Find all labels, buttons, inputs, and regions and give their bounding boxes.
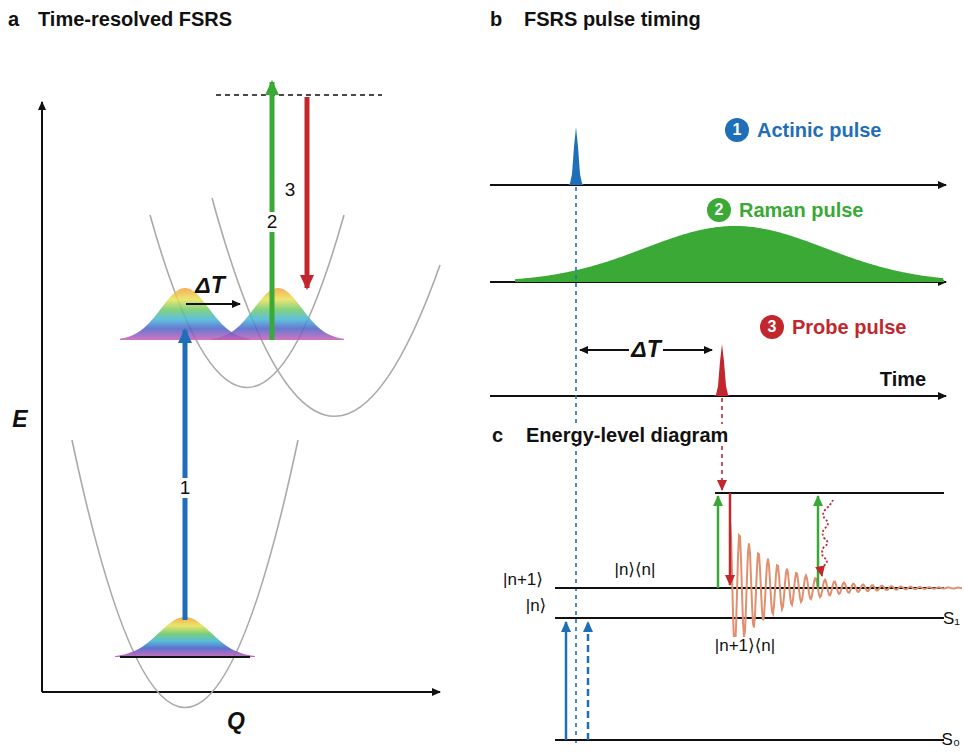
- callout-number: 2: [265, 212, 280, 233]
- callout-number: 3: [283, 180, 298, 201]
- axis-label: Time: [880, 368, 926, 390]
- callout-number: 3: [760, 315, 784, 339]
- coherence-label: |n⟩⟨n|: [614, 561, 655, 580]
- callout-number: 1: [178, 478, 193, 499]
- state-label: S₀: [942, 731, 960, 750]
- state-label: |n+1⟩: [503, 571, 543, 590]
- pulse-callout: 2 Raman pulse: [707, 198, 863, 222]
- callout-number: 1: [725, 118, 749, 142]
- panel-letter: b: [490, 8, 502, 30]
- delay-label: ΔT: [195, 273, 225, 298]
- pulse-callout: 3 Probe pulse: [760, 315, 906, 339]
- axis-label: Q: [227, 709, 245, 734]
- panel-title: Time-resolved FSRS: [38, 8, 232, 30]
- panel-letter: c: [490, 424, 505, 446]
- axis-label: E: [12, 407, 27, 432]
- pulse-name: Actinic pulse: [757, 119, 881, 142]
- state-label: |n⟩: [526, 597, 547, 616]
- panel-letter: a: [8, 8, 19, 30]
- callout-number: 2: [707, 198, 731, 222]
- pulse-name: Raman pulse: [739, 199, 863, 222]
- pulse-callout: 1 Actinic pulse: [725, 118, 881, 142]
- coherence-label: |n+1⟩⟨n|: [713, 637, 777, 656]
- delay-label: ΔT: [629, 337, 663, 362]
- state-label: S₁: [943, 610, 960, 629]
- panel-title: Energy-level diagram: [524, 424, 730, 446]
- panel-title: FSRS pulse timing: [524, 8, 701, 30]
- pulse-name: Probe pulse: [792, 316, 906, 339]
